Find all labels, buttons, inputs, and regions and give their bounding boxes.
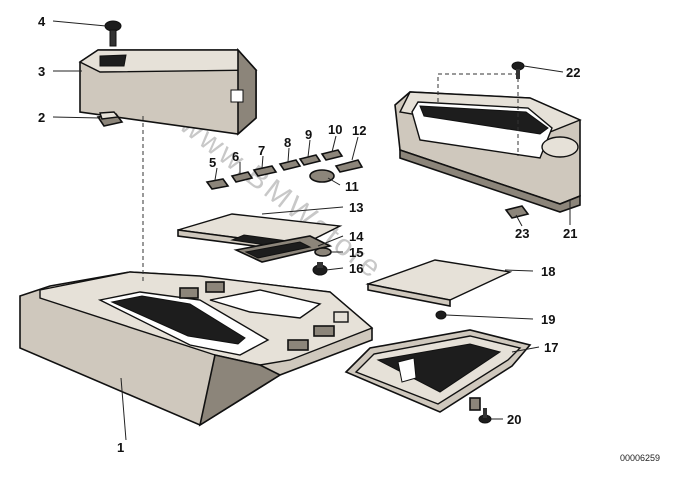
- callout-6: 6: [232, 149, 239, 164]
- part-1-center-console: [19, 271, 374, 427]
- callout-2: 2: [38, 110, 45, 125]
- part-8-clip: [278, 159, 302, 171]
- part-23-clip: [504, 205, 530, 219]
- callout-20: 20: [507, 412, 521, 427]
- callout-15: 15: [349, 245, 363, 260]
- part-16-screw: [312, 262, 328, 276]
- callout-4: 4: [38, 14, 46, 29]
- part-21-rear-box: [394, 91, 582, 213]
- part-3-storage-box: [78, 47, 258, 136]
- part-22-screw: [511, 61, 525, 79]
- callout-23: 23: [515, 226, 529, 241]
- callout-9: 9: [305, 127, 312, 142]
- callout-8: 8: [284, 135, 291, 150]
- callout-5: 5: [209, 155, 216, 170]
- leader-lines: [52, 20, 571, 441]
- small-clips-group: [205, 149, 364, 190]
- callout-19: 19: [541, 312, 555, 327]
- callout-17: 17: [544, 340, 558, 355]
- part-12-clip: [334, 159, 364, 173]
- callout-14: 14: [349, 229, 364, 244]
- part-17-shift-frame: [344, 329, 532, 413]
- callout-16: 16: [349, 261, 363, 276]
- part-15-washer: [314, 247, 332, 257]
- diagram-part-number: 00006259: [620, 453, 660, 463]
- callout-12: 12: [352, 123, 366, 138]
- callout-11: 11: [345, 179, 359, 194]
- part-4-screw: [104, 20, 122, 47]
- part-7-clip: [252, 165, 278, 177]
- callout-labels: 4 3 2 5 6 7 8 9 10 12 11 13 14 15 16 1 1…: [38, 14, 580, 455]
- alignment-line: [437, 73, 519, 156]
- part-11-clip: [309, 169, 335, 183]
- callout-22: 22: [566, 65, 580, 80]
- callout-18: 18: [541, 264, 555, 279]
- callout-21: 21: [563, 226, 577, 241]
- callout-13: 13: [349, 200, 363, 215]
- part-6-clip: [230, 171, 254, 183]
- part-5-clip: [205, 178, 230, 190]
- callout-10: 10: [328, 122, 342, 137]
- part-18-cover: [365, 259, 513, 307]
- part-14-frame: [233, 235, 333, 263]
- callout-1: 1: [117, 440, 124, 455]
- part-9-clip: [298, 154, 322, 166]
- part-2-clip: [96, 111, 124, 127]
- callout-7: 7: [258, 143, 265, 158]
- callout-3: 3: [38, 64, 45, 79]
- part-19-screw: [435, 310, 447, 320]
